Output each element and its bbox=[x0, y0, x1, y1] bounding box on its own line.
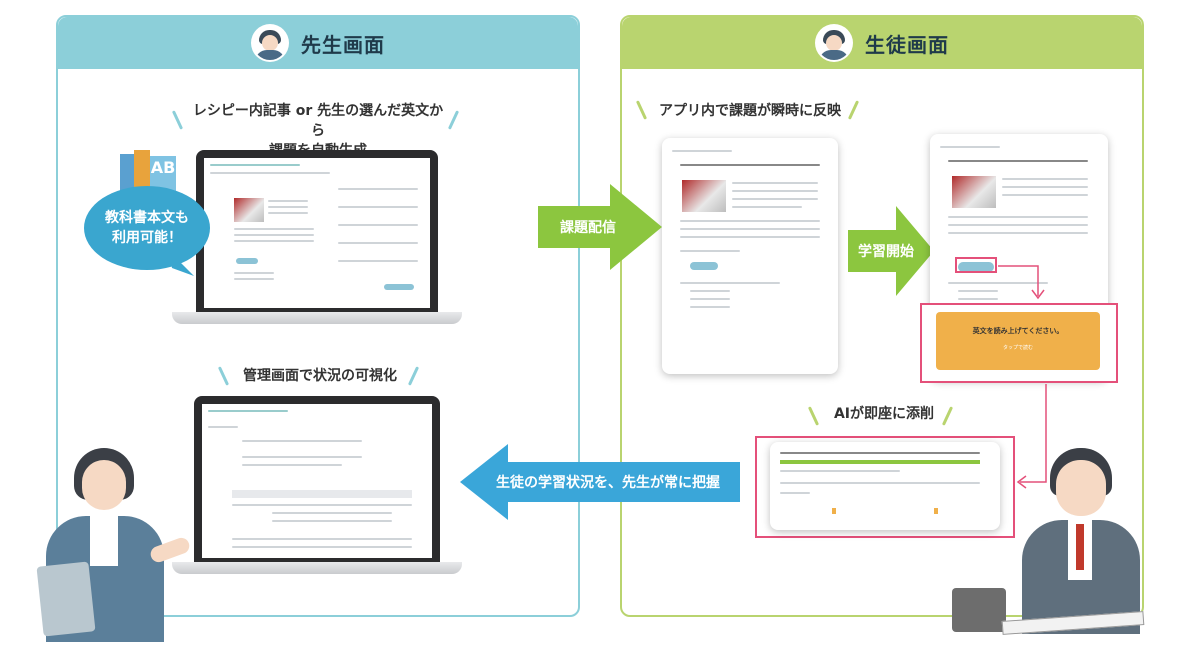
teacher-panel-title: 先生画面 bbox=[301, 32, 385, 57]
ai-correction-screen bbox=[770, 442, 1000, 530]
teacher-caption-line1: レシピー内記事 or 先生の選んだ英文から bbox=[192, 103, 444, 139]
student-panel-header: 生徒画面 bbox=[622, 17, 1142, 69]
student-illustration bbox=[952, 448, 1152, 648]
popup-text: 英文を読み上げてください。 bbox=[972, 327, 1064, 335]
admin-laptop-base bbox=[172, 562, 462, 574]
textbook-bubble: 教科書本文も 利用可能！ bbox=[84, 186, 210, 270]
student-article-thumbnail bbox=[682, 180, 726, 212]
deliver-arrow bbox=[538, 184, 662, 270]
connector-arrows bbox=[998, 265, 1047, 489]
read-start-button[interactable] bbox=[958, 262, 994, 272]
article-thumbnail bbox=[234, 198, 264, 222]
teacher-caption-bottom: 管理画面で状況の可視化 bbox=[243, 368, 397, 384]
popup-subtext[interactable]: タップで読む bbox=[1002, 345, 1033, 351]
bubble-line1: 教科書本文も bbox=[105, 210, 189, 226]
start-arrow-label: 学習開始 bbox=[858, 244, 914, 260]
bubble-tail bbox=[168, 250, 194, 276]
teacher-avatar-icon bbox=[251, 24, 289, 62]
teacher-illustration bbox=[30, 446, 200, 642]
teacher-panel-header: 先生画面 bbox=[58, 17, 578, 69]
teacher-laptop-screen bbox=[196, 150, 438, 312]
start-button-highlight bbox=[955, 257, 997, 273]
student-panel-title: 生徒画面 bbox=[865, 32, 949, 57]
student-assignment-screen bbox=[662, 138, 838, 374]
bubble-line2: 利用可能！ bbox=[112, 230, 182, 246]
start-arrow bbox=[848, 206, 934, 296]
student-caption-top: アプリ内で課題が瞬時に反映 bbox=[659, 103, 841, 119]
teacher-laptop-base bbox=[172, 312, 462, 324]
admin-laptop-screen bbox=[194, 396, 440, 562]
deliver-arrow-label: 課題配信 bbox=[560, 220, 616, 236]
feedback-arrow-label: 生徒の学習状況を、先生が常に把握 bbox=[496, 475, 720, 491]
student-caption-ai: AIが即座に添削 bbox=[833, 406, 935, 422]
read-aloud-popup: 英文を読み上げてください。 タップで読む bbox=[936, 312, 1100, 370]
feedback-arrow bbox=[460, 444, 740, 520]
student-avatar-icon bbox=[815, 24, 853, 62]
